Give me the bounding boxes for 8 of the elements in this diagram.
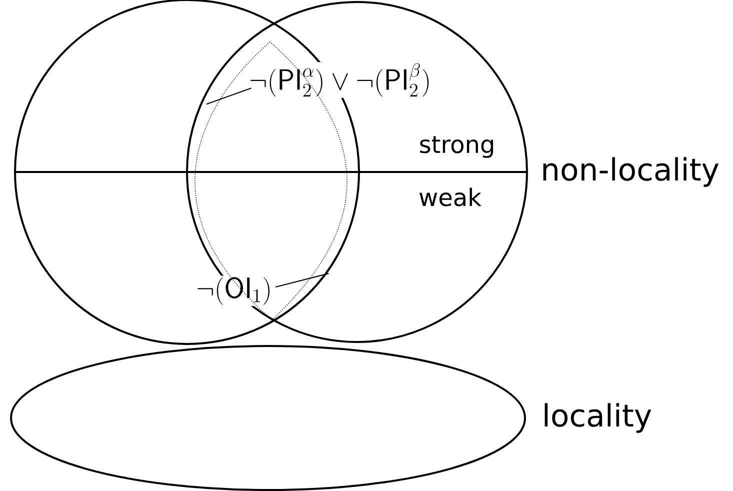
leader-line (206, 88, 252, 105)
leader-line (275, 272, 329, 288)
text-label: non-locality (543, 157, 719, 187)
formula-label: $\neg(\mathsf{PI}_2^{\alpha}) \vee \neg(\mathsf{PI}_2^{\beta})$ (248, 62, 432, 98)
formula-label: $\neg(\mathsf{OI}_1)$ (194, 276, 274, 306)
text-label: weak (420, 188, 482, 206)
text-label: strong (420, 136, 494, 158)
text-label: locality (544, 403, 652, 433)
